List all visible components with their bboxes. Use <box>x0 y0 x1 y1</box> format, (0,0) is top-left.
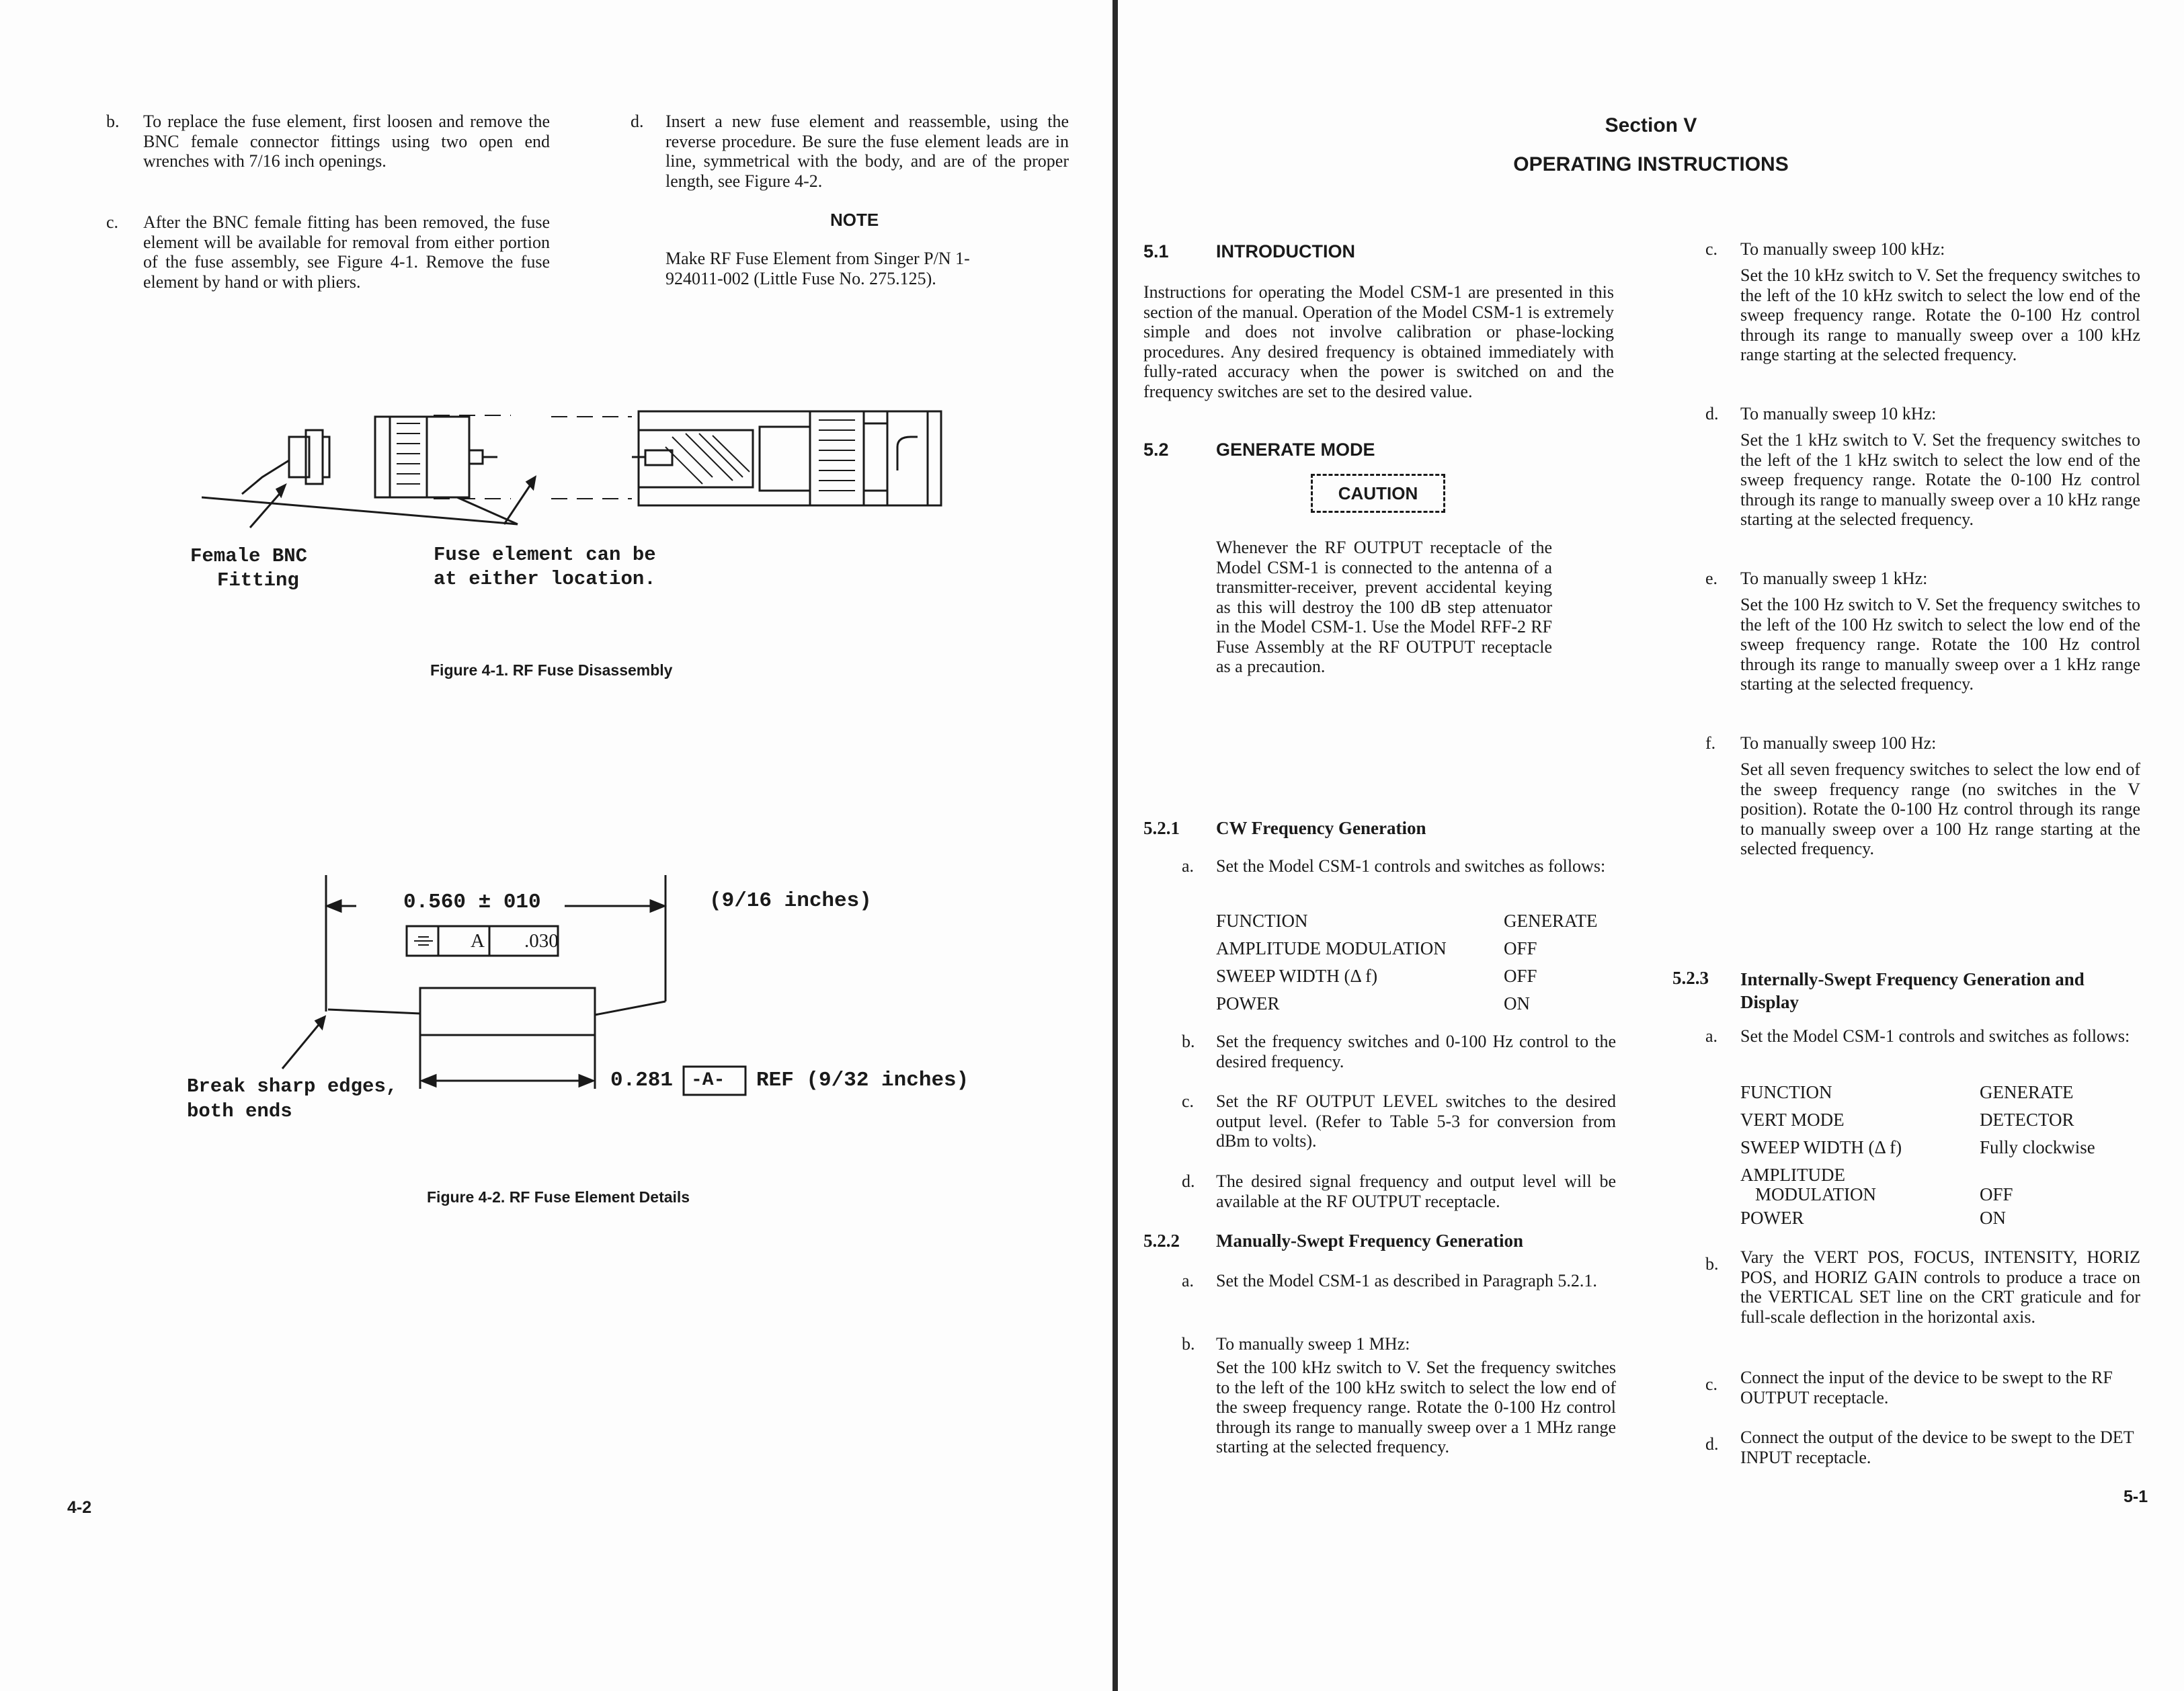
s523-a-letter: a. <box>1705 1026 1718 1046</box>
dim-length-inches: (9/16 inches) <box>709 889 872 913</box>
tolerance-value: .030 <box>524 930 559 952</box>
s523-d-text: Connect the output of the device to be s… <box>1740 1428 2134 1467</box>
fuse-assembly-drawing <box>202 397 975 544</box>
s521-d-letter: d. <box>1182 1171 1195 1191</box>
s522-a-letter: a. <box>1182 1271 1195 1290</box>
note-heading: NOTE <box>830 210 879 230</box>
s52-title: GENERATE MODE <box>1216 440 1375 460</box>
s521-a-text: Set the Model CSM-1 controls and switche… <box>1216 856 1606 876</box>
s521-d-text: The desired signal frequency and output … <box>1216 1171 1616 1211</box>
s521-title: CW Frequency Generation <box>1216 818 1426 838</box>
label-female-bnc: Female BNC Fitting <box>190 545 308 591</box>
item-b-letter: b. <box>106 112 120 131</box>
dim-length: 0.560 ± 010 <box>403 891 541 914</box>
caution-text: Whenever the RF OUTPUT receptacle of the… <box>1216 538 1552 676</box>
s521-c-letter: c. <box>1182 1091 1195 1111</box>
dim-body-datum: -A- <box>691 1070 725 1091</box>
left-page: b. To replace the fuse element, first lo… <box>67 112 1069 1517</box>
section-title: OPERATING INSTRUCTIONS <box>1513 153 1789 175</box>
s522-e-letter: e. <box>1705 569 1718 588</box>
s522-b-text: Set the 100 kHz switch to V. Set the fre… <box>1216 1358 1616 1456</box>
s522-c-title: To manually sweep 100 kHz: <box>1740 239 1945 259</box>
caution-label: CAUTION <box>1338 483 1418 503</box>
s522-e-title: To manually sweep 1 kHz: <box>1740 569 1928 588</box>
figure-4-1-caption: Figure 4-1. RF Fuse Disassembly <box>430 661 673 679</box>
s522-title: Manually-Swept Frequency Generation <box>1216 1231 1523 1251</box>
s51-text: Instructions for operating the Model CSM… <box>1143 282 1614 401</box>
s522-b-title: To manually sweep 1 MHz: <box>1216 1334 1410 1354</box>
s521-a-letter: a. <box>1182 856 1195 876</box>
dim-body: 0.281 <box>610 1069 674 1092</box>
item-b-text: To replace the fuse element, first loose… <box>143 112 550 171</box>
s522-e-text: Set the 100 Hz switch to V. Set the freq… <box>1740 595 2140 694</box>
s522-d-title: To manually sweep 10 kHz: <box>1740 404 1937 423</box>
page-number-right: 5-1 <box>2124 1487 2148 1506</box>
setting-row: SWEEP WIDTH (Δ f)OFF <box>1216 966 1537 986</box>
s52-number: 5.2 <box>1143 440 1169 460</box>
figure-4-2-caption: Figure 4-2. RF Fuse Element Details <box>427 1188 690 1206</box>
s523-c-text: Connect the input of the device to be sw… <box>1740 1368 2113 1407</box>
item-d-text: Insert a new fuse element and reassemble… <box>665 112 1069 191</box>
right-page: Section V OPERATING INSTRUCTIONS 5.1 INT… <box>1118 0 2184 1691</box>
s522-f-letter: f. <box>1705 733 1716 753</box>
s522-c-letter: c. <box>1705 239 1718 259</box>
s523-number: 5.2.3 <box>1672 968 1709 988</box>
s51-title: INTRODUCTION <box>1216 241 1355 261</box>
datum-box-a <box>682 1065 747 1096</box>
dim-body-ref: REF (9/32 inches) <box>756 1069 969 1092</box>
s522-f-text: Set all seven frequency switches to sele… <box>1740 759 2140 858</box>
s523-b-text: Vary the VERT POS, FOCUS, INTENSITY, HOR… <box>1740 1247 2140 1327</box>
edge-note: Break sharp edges, both ends <box>187 1075 398 1122</box>
caution-box: CAUTION <box>1311 474 1445 513</box>
tolerance-datum: A <box>471 930 485 952</box>
s521-number: 5.2.1 <box>1143 818 1180 838</box>
page-number-left: 4-2 <box>67 1498 92 1517</box>
s522-d-letter: d. <box>1705 404 1719 423</box>
s521-b-text: Set the frequency switches and 0-100 Hz … <box>1216 1032 1616 1071</box>
section-label: Section V <box>1605 114 1697 136</box>
item-d-letter: d. <box>631 112 644 131</box>
s521-b-letter: b. <box>1182 1032 1195 1051</box>
item-c-text: After the BNC female fitting has been re… <box>143 212 550 292</box>
s523-c-letter: c. <box>1705 1374 1718 1394</box>
s522-f-title: To manually sweep 100 Hz: <box>1740 733 1937 753</box>
note-text: Make RF Fuse Element from Singer P/N 1-9… <box>665 249 970 288</box>
s521-c-text: Set the RF OUTPUT LEVEL switches to the … <box>1216 1091 1616 1151</box>
s523-a-text: Set the Model CSM-1 controls and switche… <box>1740 1026 2130 1046</box>
s523-d-letter: d. <box>1705 1434 1719 1454</box>
s51-number: 5.1 <box>1143 241 1169 261</box>
s522-number: 5.2.2 <box>1143 1231 1180 1251</box>
s522-b-letter: b. <box>1182 1334 1195 1354</box>
fuse-element-drawing <box>175 867 686 1163</box>
page-spine <box>1113 0 1118 1691</box>
s522-a-text: Set the Model CSM-1 as described in Para… <box>1216 1271 1597 1290</box>
label-fuse-location: Fuse element can be at either location. <box>434 544 656 590</box>
s522-c-text: Set the 10 kHz switch to V. Set the freq… <box>1740 265 2140 364</box>
item-c-letter: c. <box>106 212 119 232</box>
s523-title: Internally-Swept Frequency Generation an… <box>1740 969 2085 1012</box>
s523-b-letter: b. <box>1705 1254 1719 1274</box>
setting-row: SWEEP WIDTH (Δ f)Fully clockwise <box>1740 1137 2095 1157</box>
s522-d-text: Set the 1 kHz switch to V. Set the frequ… <box>1740 430 2140 529</box>
